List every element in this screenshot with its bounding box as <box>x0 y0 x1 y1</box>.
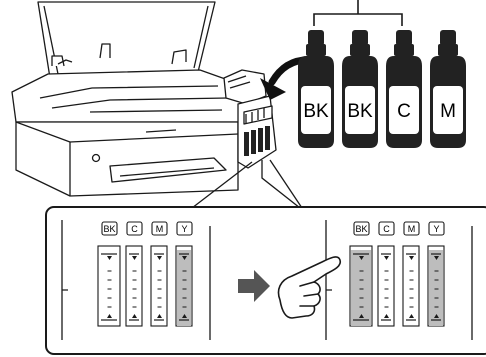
ink-bottles: BK BK C M <box>298 30 466 148</box>
tank-label: C <box>131 224 138 234</box>
ink-tank: C <box>125 221 143 327</box>
ink-tank: M <box>150 221 168 327</box>
ink-bottle: BK <box>342 30 378 148</box>
ink-tank: Y <box>427 221 445 327</box>
bottle-label: BK <box>347 101 373 122</box>
tanks-after: BK C M Y <box>349 221 445 327</box>
tank-label: C <box>383 224 390 234</box>
ink-level-fill <box>351 250 371 326</box>
bottle-bracket <box>313 0 403 26</box>
tank-label: Y <box>433 224 439 234</box>
ink-bottle: C <box>386 30 422 148</box>
printer-illustration <box>11 1 277 197</box>
ink-tank: Y <box>175 221 193 327</box>
tank-label: BK <box>103 224 115 234</box>
ink-bottle: BK <box>298 30 334 148</box>
right-arrow-icon <box>238 270 270 302</box>
bottle-label: M <box>440 101 456 122</box>
bottle-label: C <box>397 101 411 122</box>
ink-tank: C <box>377 221 395 327</box>
ink-tank: BK <box>349 221 373 327</box>
tanks-before: BK C M Y <box>97 221 193 327</box>
ink-bottle: M <box>430 30 466 148</box>
ink-level-fill <box>429 250 443 326</box>
ink-tank: M <box>402 221 420 327</box>
pointing-hand-icon <box>277 256 342 319</box>
tank-label: M <box>408 224 416 234</box>
bottle-label: BK <box>303 101 329 122</box>
tank-label: M <box>156 224 164 234</box>
ink-tank: BK <box>97 221 121 327</box>
zoom-lines <box>191 159 303 209</box>
tank-label: Y <box>181 224 187 234</box>
ink-level-fill <box>177 250 191 326</box>
tank-label: BK <box>355 224 367 234</box>
